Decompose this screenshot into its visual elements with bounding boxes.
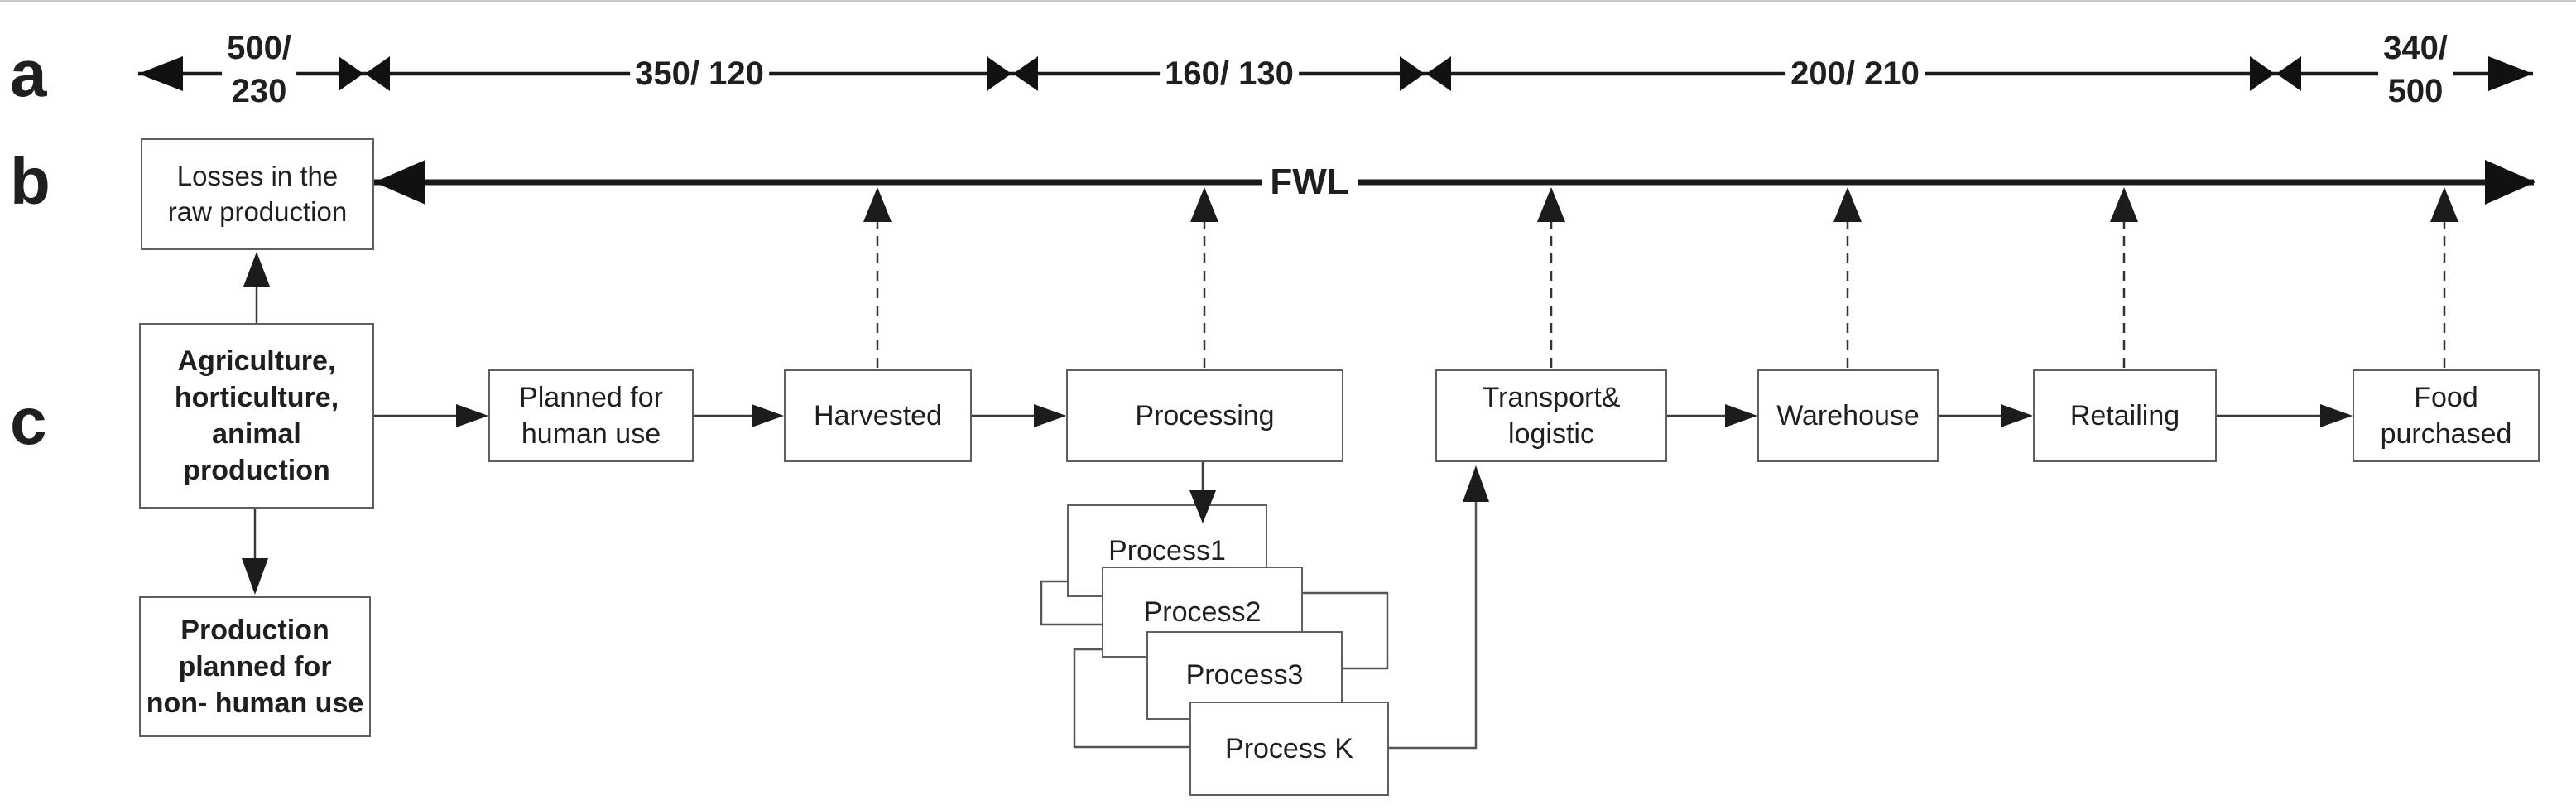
node-non-human-use: Production planned for non- human use xyxy=(139,596,371,737)
node-agriculture-production: Agriculture, horticulture, animal produc… xyxy=(139,323,374,509)
axis-value-160-130: 160/ 130 xyxy=(1160,52,1299,95)
axis-value-500-230: 500/ 230 xyxy=(222,27,296,121)
node-food-purchased: Food purchased xyxy=(2353,369,2540,462)
node-losses-raw-production: Losses in the raw production xyxy=(141,138,374,250)
flow-axis-arrowheads xyxy=(138,56,2533,91)
row-label-c: c xyxy=(10,384,47,458)
row-label-b: b xyxy=(10,144,50,218)
node-transport-logistic: Transport& logistic xyxy=(1435,369,1667,462)
node-planned-for-human-use: Planned for human use xyxy=(488,369,694,462)
node-warehouse: Warehouse xyxy=(1757,369,1939,462)
axis-value-350-120: 350/ 120 xyxy=(630,52,769,95)
axis-value-200-210: 200/ 210 xyxy=(1785,52,1925,95)
node-processing: Processing xyxy=(1066,369,1343,462)
node-harvested: Harvested xyxy=(784,369,972,462)
row-label-a: a xyxy=(10,36,47,110)
fwl-arrowheads xyxy=(374,160,2535,205)
dashed-loss-arrows xyxy=(876,220,2446,368)
fwl-label: FWL xyxy=(1262,161,1358,204)
dashed-loss-arrowheads xyxy=(863,187,2458,222)
node-process-k: Process K xyxy=(1189,702,1389,796)
node-retailing: Retailing xyxy=(2033,369,2217,462)
processk-to-transport-arrowhead xyxy=(1463,465,1489,502)
axis-value-340-500: 340/ 500 xyxy=(2378,27,2453,121)
